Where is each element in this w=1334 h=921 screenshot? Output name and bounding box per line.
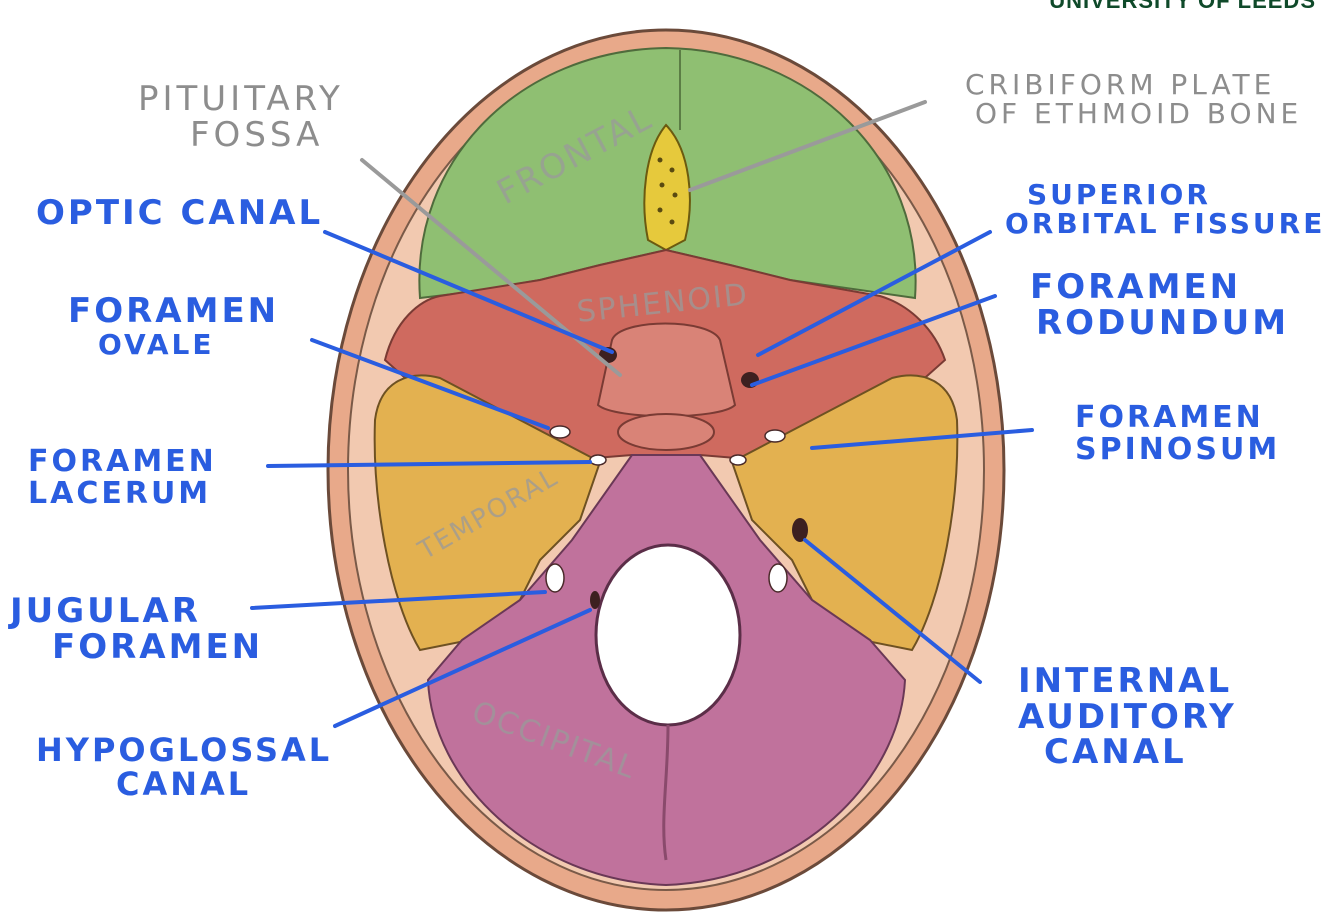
label-internal-auditory-canal: INTERNAL AUDITORY CANAL [1018, 661, 1237, 773]
sella-turcica [596, 322, 737, 418]
label-hypoglossal-canal: HYPOGLOSSAL CANAL [36, 731, 333, 803]
label-cribriform-plate: CRIBIFORM PLATE OF ETHMOID BONE [965, 68, 1303, 131]
foramen-magnum [594, 543, 742, 727]
label-foramen-spinosum: FORAMEN SPINOSUM [1075, 400, 1281, 467]
dorsum-sellae [617, 413, 715, 451]
internal-occipital-crest [662, 724, 670, 861]
pointer-lines-blue [250, 230, 1034, 728]
label-foramen-lacerum: FORAMEN LACERUM [28, 444, 217, 511]
label-foramen-rotundum: FORAMEN RODUNDUM [1030, 267, 1290, 343]
cribriform-dots [657, 157, 678, 225]
label-superior-orbital-fissure: SUPERIOR ORBITAL FISSURE [1005, 178, 1326, 241]
label-foramen-ovale: FORAMEN OVALE [68, 291, 280, 361]
label-optic-canal: OPTIC CANAL [36, 193, 324, 233]
university-brand: UNIVERSITY OF LEEDS [1049, 0, 1316, 13]
label-pituitary-fossa: PITUITARY FOSSA [138, 79, 344, 155]
label-jugular-foramen: JUGULAR FORAMEN [10, 591, 264, 667]
foramina [545, 425, 788, 593]
